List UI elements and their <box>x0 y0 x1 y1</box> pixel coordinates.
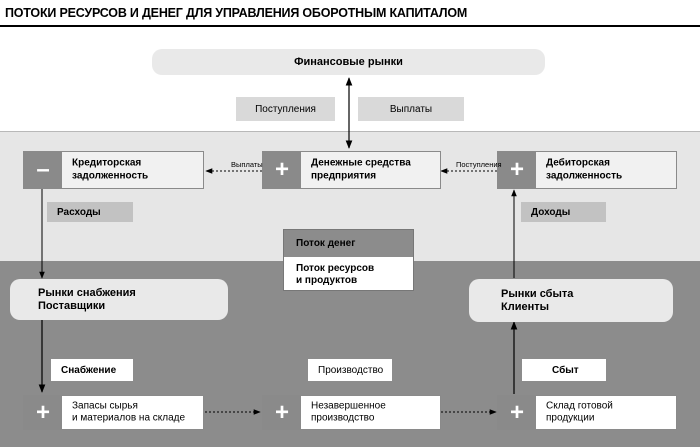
sales-tag: Сбыт <box>522 359 606 381</box>
payables-line2: задолженность <box>72 170 149 181</box>
plus-icon: + <box>498 152 536 188</box>
expenses-text: Расходы <box>57 206 101 218</box>
supply-tag: Снабжение <box>51 359 133 381</box>
cash-line1: Денежные средства <box>311 157 411 169</box>
financial-markets-label: Финансовые рынки <box>294 56 403 68</box>
legend-resource-flow: Поток ресурсов и продуктов <box>284 257 413 290</box>
payables-node: – Кредиторская задолженность <box>23 151 204 189</box>
legend-resource-line2: и продуктов <box>296 275 358 286</box>
plus-icon: + <box>498 396 536 429</box>
wip-line1: Незавершенное <box>311 400 386 411</box>
plus-icon: + <box>24 396 62 429</box>
receivables-line2: задолженность <box>546 170 623 181</box>
legend-resource-line1: Поток ресурсов <box>296 263 375 274</box>
plus-icon: + <box>263 396 301 429</box>
supply-markets-node: Рынки снабжения Поставщики <box>10 279 228 320</box>
small-payments-label: Выплаты <box>231 160 263 169</box>
supply-text: Снабжение <box>61 364 117 376</box>
cash-node: + Денежные средства предприятия <box>262 151 441 189</box>
legend: Поток денег Поток ресурсов и продуктов <box>283 229 414 291</box>
supply-markets-line2: Поставщики <box>38 300 106 313</box>
outflows-label: Выплаты <box>358 97 464 121</box>
sales-markets-node: Рынки сбыта Клиенты <box>469 279 673 322</box>
raw-materials-node: + Запасы сырья и материалов на складе <box>23 395 204 430</box>
sales-markets-line1: Рынки сбыта <box>501 288 574 300</box>
expenses-tag: Расходы <box>47 202 133 222</box>
inflows-text: Поступления <box>255 103 316 115</box>
raw-materials-line1: Запасы сырья <box>72 400 138 411</box>
title-rule <box>0 25 700 27</box>
financial-markets-node: Финансовые рынки <box>152 49 545 75</box>
payables-line1: Кредиторская <box>72 157 142 169</box>
raw-materials-line2: и материалов на складе <box>72 412 186 424</box>
income-text: Доходы <box>531 206 571 218</box>
finished-goods-line2: продукции <box>546 412 595 424</box>
diagram-title: ПОТОКИ РЕСУРСОВ И ДЕНЕГ ДЛЯ УПРАВЛЕНИЯ О… <box>5 6 468 20</box>
inflows-label: Поступления <box>236 97 335 121</box>
finished-goods-line1: Склад готовой <box>546 400 613 411</box>
receivables-node: + Дебиторская задолженность <box>497 151 677 189</box>
cash-line2: предприятия <box>311 170 377 181</box>
small-inflows-label: Поступления <box>456 160 502 169</box>
legend-money-flow: Поток денег <box>284 230 413 257</box>
production-tag: Производство <box>308 359 392 381</box>
finished-goods-node: + Склад готовой продукции <box>497 395 677 430</box>
supply-markets-line1: Рынки снабжения <box>38 287 136 299</box>
sales-text: Сбыт <box>552 364 579 376</box>
sales-markets-line2: Клиенты <box>501 301 550 314</box>
wip-line2: производство <box>311 412 375 424</box>
receivables-line1: Дебиторская <box>546 157 610 169</box>
legend-money-text: Поток денег <box>296 238 356 249</box>
plus-icon: + <box>263 152 301 188</box>
production-text: Производство <box>318 364 384 376</box>
minus-icon: – <box>24 152 62 188</box>
wip-node: + Незавершенное производство <box>262 395 441 430</box>
income-tag: Доходы <box>521 202 606 222</box>
outflows-text: Выплаты <box>389 103 433 115</box>
